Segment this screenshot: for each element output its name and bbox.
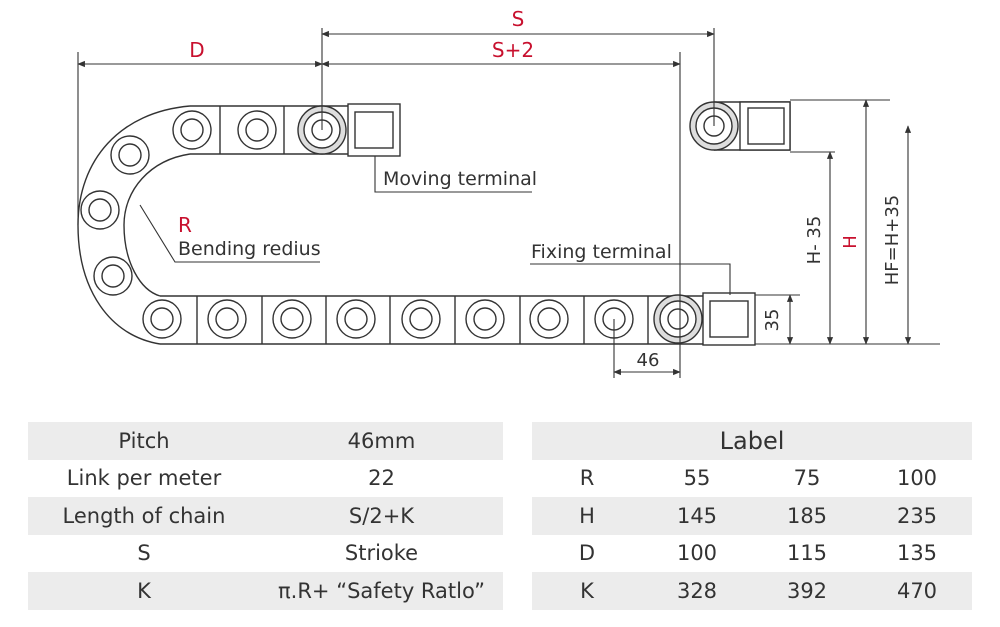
dim-label-35: 35 [762,309,783,332]
table-row: K π.R+ “Safety Ratlo” [28,572,503,610]
dim-label-hf: HF=H+35 [882,195,903,286]
spec-label: Pitch [28,422,260,460]
moving-terminal-block [347,103,401,157]
label-value: 100 [676,541,718,566]
spec-value: 46mm [260,422,503,460]
table-header-row: Label [532,422,972,460]
spec-label: Link per meter [66,466,222,491]
spec-value: 22 [368,466,395,491]
dim-label-h-minus-35: H- 35 [804,216,825,265]
label-value: 115 [786,541,828,566]
table-row: Link per meter 22 [28,460,503,498]
spec-label: Length of chain [28,497,260,535]
label-value: 145 [642,497,752,535]
spec-value: Strioke [344,541,419,566]
fixing-terminal-block [702,292,756,346]
spec-value: π.R+ “Safety Ratlo” [260,572,503,610]
label-value: 185 [752,497,862,535]
spec-value: S/2+K [260,497,503,535]
chain-pins-bottom [142,294,703,344]
label-value: 392 [752,572,862,610]
label-value: 100 [896,466,938,491]
table-row: H 145 185 235 [532,497,972,535]
label-table-header: Label [532,422,972,460]
label-value: 75 [793,466,821,491]
dim-label-d: D [189,38,204,62]
label-value: 235 [862,497,972,535]
label-value: 328 [642,572,752,610]
dim-label-s: S [512,7,525,31]
label-table: Label R 55 75 100 H 145 185 235 D 100 11… [532,422,972,610]
spec-label: K [28,572,260,610]
label-key: H [532,497,642,535]
table-row: Length of chain S/2+K [28,497,503,535]
dim-label-s-plus-2: S+2 [492,38,534,62]
spec-label: S [137,541,151,566]
label-key: K [532,572,642,610]
dim-label-r: R [178,213,192,237]
label-value: 135 [896,541,938,566]
fixing-terminal-label: Fixing terminal [531,241,672,263]
moving-terminal-label: Moving terminal [383,168,537,190]
table-row: R 55 75 100 [532,460,972,498]
label-value: 55 [683,466,711,491]
table-row: K 328 392 470 [532,572,972,610]
label-key: R [579,466,595,491]
table-row: S Strioke [28,535,503,573]
drag-chain-diagram: S S+2 D R Bending redius Moving terminal… [77,7,940,378]
dimension-lines [77,28,940,378]
label-value: 470 [862,572,972,610]
dim-label-46: 46 [637,350,660,371]
dim-label-h: H [840,235,861,249]
chain-pins-top [80,105,347,296]
spec-table: Pitch 46mm Link per meter 22 Length of c… [28,422,503,610]
table-row: Pitch 46mm [28,422,503,460]
upper-terminal-block [689,101,791,151]
label-key: D [578,541,596,566]
table-row: D 100 115 135 [532,535,972,573]
bending-radius-label: Bending redius [178,238,321,260]
